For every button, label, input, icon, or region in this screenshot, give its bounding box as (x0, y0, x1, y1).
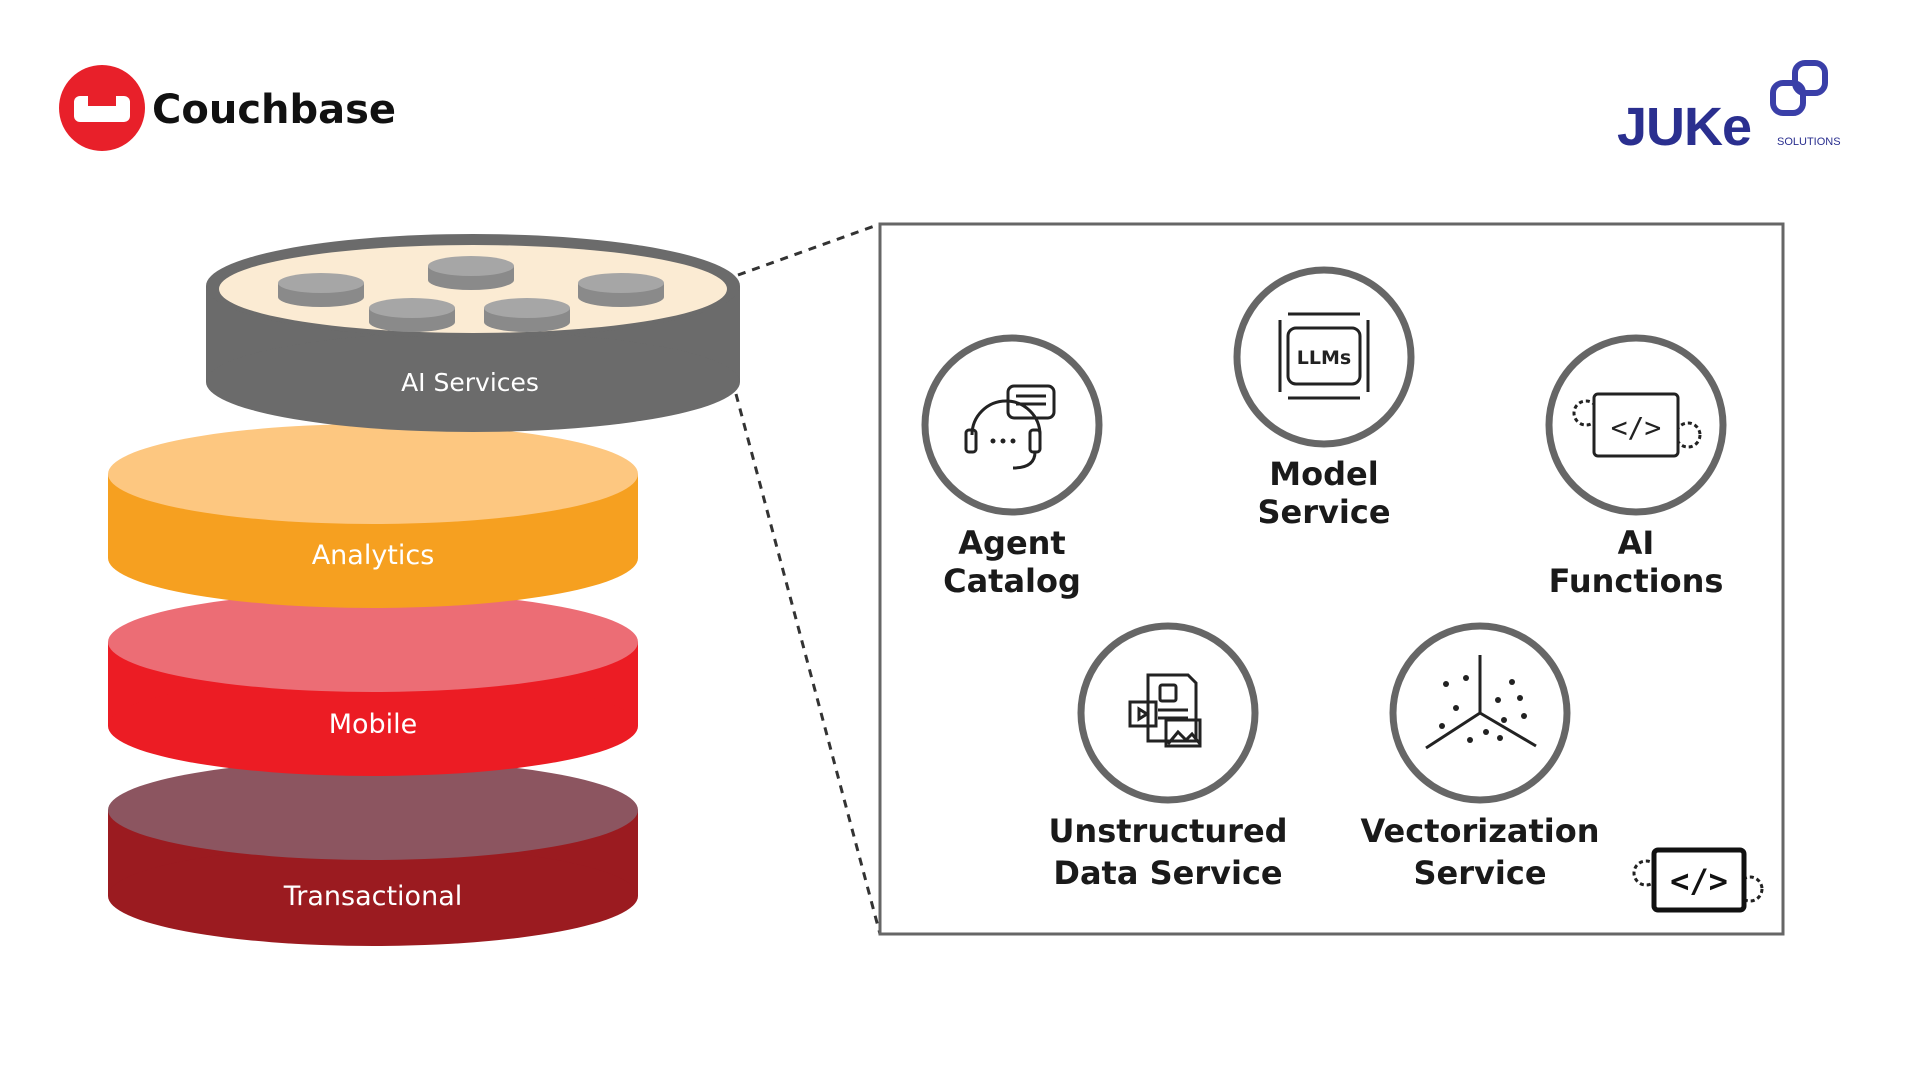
layer-analytics: Analytics (108, 424, 638, 608)
zoom-connector-top (737, 222, 881, 277)
service-label-line: Data Service (1053, 854, 1283, 892)
service-label-line: Functions (1548, 562, 1724, 600)
service-label-line: AI (1617, 524, 1655, 562)
layer-ai-services: AI Services (206, 234, 740, 432)
service-label-unstructured-data: Unstructured Data Service (1018, 810, 1318, 894)
code-gears-icon: </> (1545, 334, 1727, 516)
service-label-line: Service (1257, 493, 1391, 531)
service-label-line: Model (1269, 455, 1379, 493)
service-label-ai-functions: AI Functions (1486, 524, 1786, 600)
vector-space-icon (1389, 622, 1571, 804)
layer-mobile: Mobile (108, 592, 638, 776)
service-label-vectorization: Vectorization Service (1330, 810, 1630, 894)
layer-label-transactional: Transactional (283, 881, 463, 912)
layer-transactional: Transactional (108, 760, 638, 946)
documents-icon (1077, 622, 1259, 804)
service-label-line: Service (1413, 854, 1547, 892)
service-label-line: Vectorization (1360, 812, 1600, 850)
zoom-connector-bottom (734, 393, 882, 935)
couchbase-logo: Couchbase (59, 65, 396, 151)
juke-logo-mark-icon (1770, 60, 1828, 116)
layer-label-ai-services: AI Services (401, 368, 539, 397)
llms-icon: LLMs (1233, 266, 1415, 448)
service-pucks (278, 256, 664, 332)
code-gears-icon-text: </> (1611, 411, 1662, 444)
layer-label-analytics: Analytics (312, 540, 435, 571)
agent-catalog-icon (921, 334, 1103, 516)
juke-logo-subtext: SOLUTIONS (1777, 136, 1841, 148)
service-label-line: Unstructured (1048, 812, 1288, 850)
juke-logo-text: JUKe (1617, 97, 1751, 155)
service-label-model-service: Model Service (1174, 455, 1474, 531)
layer-label-mobile: Mobile (329, 709, 418, 740)
juke-logo: JUKe SOLUTIONS (1617, 60, 1841, 155)
code-badge-icon-text: </> (1670, 862, 1728, 900)
code-badge-icon: </> (1632, 847, 1764, 913)
service-label-line: Agent (958, 524, 1066, 562)
service-label-agent-catalog: Agent Catalog (862, 524, 1162, 600)
llms-icon-text: LLMs (1297, 347, 1351, 369)
service-label-line: Catalog (943, 562, 1081, 600)
couchbase-logo-text: Couchbase (152, 87, 396, 133)
